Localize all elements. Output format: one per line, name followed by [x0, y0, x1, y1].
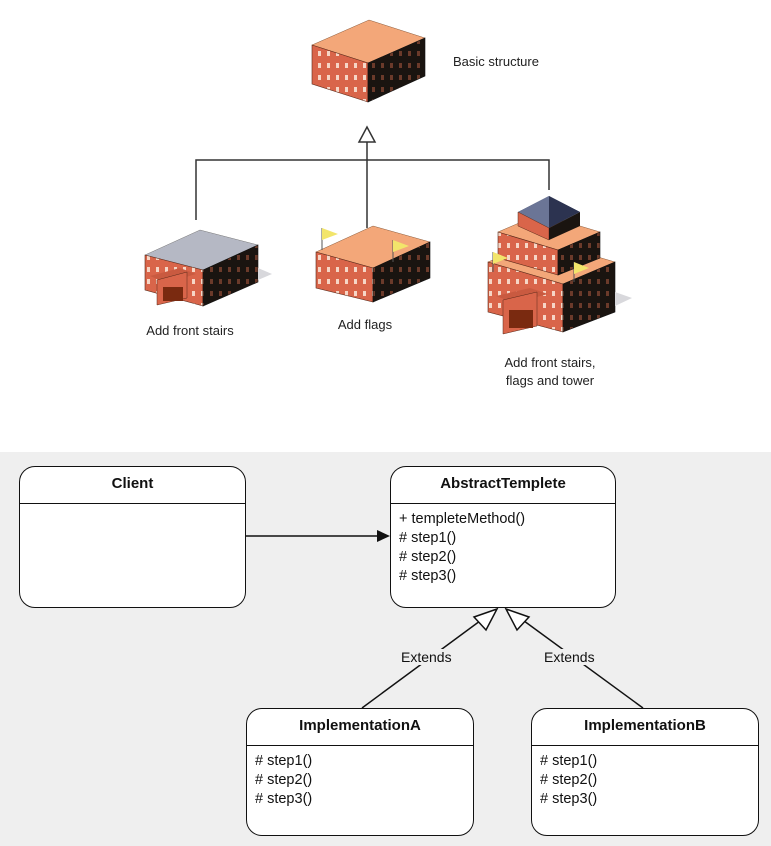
implementation-b-class: ImplementationB # step1() # step2() # st… [531, 708, 759, 836]
client-class-title: Client [20, 467, 245, 504]
extends-label-b: Extends [542, 649, 597, 665]
flags-building [315, 225, 431, 303]
method-templete-method: + templeteMethod() [399, 511, 526, 527]
building-illustration: Basic structure Add front stairs Add fla… [144, 19, 632, 388]
building-graphics [144, 19, 632, 335]
basic-structure-building [311, 19, 426, 103]
method-step1: # step1() [399, 530, 457, 546]
inheritance-lines [195, 125, 550, 228]
abstract-template-class: AbstractTemplete + templeteMethod() # st… [390, 466, 616, 608]
method-step3: # step3() [255, 791, 313, 807]
extends-label-a: Extends [399, 649, 454, 665]
extends-triangle-a [472, 607, 499, 632]
method-step1: # step1() [540, 753, 598, 769]
method-step2: # step2() [255, 772, 313, 788]
uml-diagram: Client AbstractTemplete + templeteMethod… [0, 452, 771, 846]
client-class-body [20, 504, 245, 516]
method-step2: # step2() [399, 549, 457, 565]
implementation-a-methods: # step1() # step2() # step3() [247, 746, 473, 815]
method-step1: # step1() [255, 753, 313, 769]
implementation-a-class: ImplementationA # step1() # step2() # st… [246, 708, 474, 836]
method-step2: # step2() [540, 772, 598, 788]
association-arrowhead [377, 530, 390, 542]
implementation-b-methods: # step1() # step2() # step3() [532, 746, 758, 815]
label-add-front-stairs: Add front stairs [146, 323, 234, 338]
extends-triangle-b [504, 607, 531, 632]
label-add-flags: Add flags [337, 317, 393, 332]
client-class: Client [19, 466, 246, 608]
abstract-template-methods: + templeteMethod() # step1() # step2() #… [391, 504, 615, 592]
front-stairs-building [144, 229, 272, 307]
method-step3: # step3() [399, 568, 457, 584]
implementation-a-title: ImplementationA [247, 709, 473, 746]
method-step3: # step3() [540, 791, 598, 807]
label-add-tower-line2: flags and tower [505, 373, 595, 388]
implementation-b-title: ImplementationB [532, 709, 758, 746]
abstract-template-title: AbstractTemplete [391, 467, 615, 504]
label-basic-structure: Basic structure [453, 54, 539, 69]
tower-building [487, 196, 632, 335]
label-add-tower-line1: Add front stairs, [504, 355, 596, 370]
